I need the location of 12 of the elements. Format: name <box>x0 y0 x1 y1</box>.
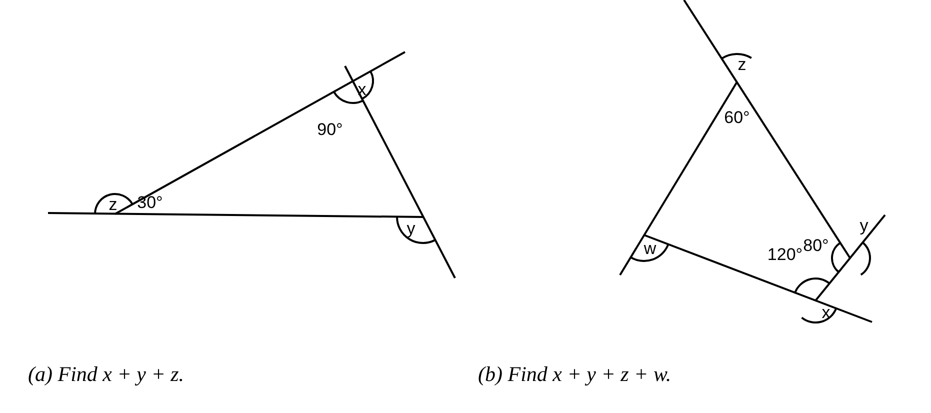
question-text: (a) Find x + y + z. <box>28 362 184 387</box>
angle-label: 30° <box>137 193 163 213</box>
angle-label: w <box>644 239 656 259</box>
angle-label: 60° <box>724 108 750 128</box>
angle-label: 120° <box>767 245 803 265</box>
angle-label: z <box>738 55 746 75</box>
angle-label: y <box>406 219 416 239</box>
angle-label: y <box>860 216 868 236</box>
question-text: (b) Find x + y + z + w. <box>478 362 672 387</box>
angle-label: z <box>108 195 118 215</box>
angle-label: 90° <box>317 120 343 140</box>
angle-label: 80° <box>803 236 829 256</box>
